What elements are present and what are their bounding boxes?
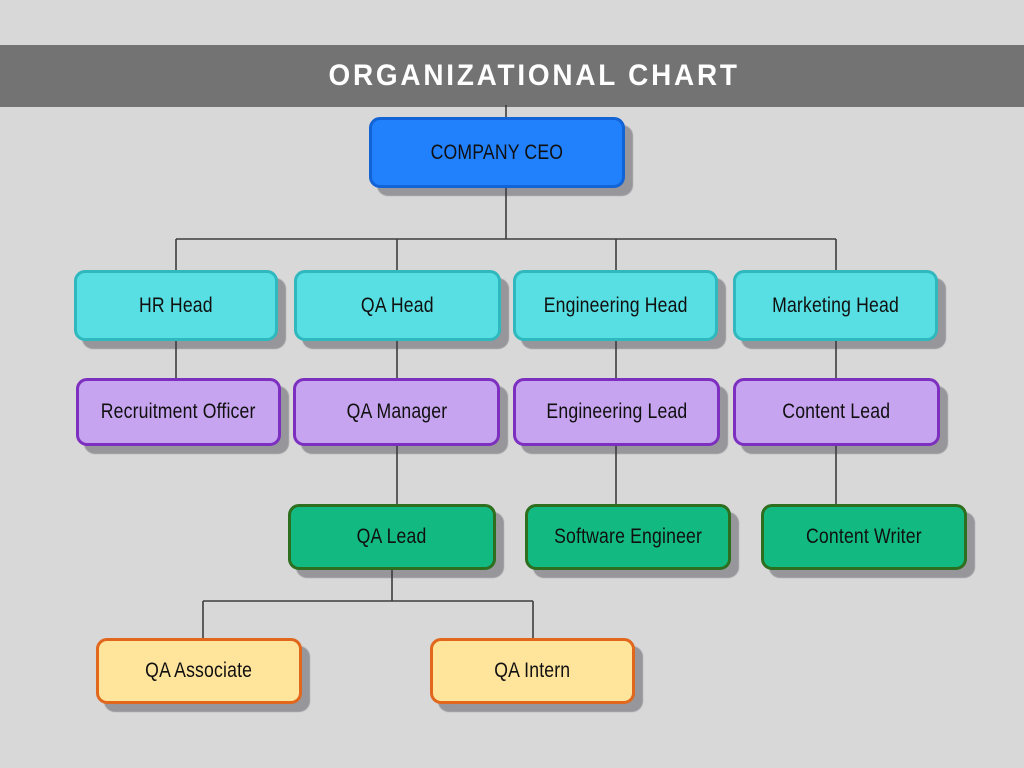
chart-title: ORGANIZATIONAL CHART bbox=[328, 59, 740, 92]
org-node-content-writer: Content Writer bbox=[761, 504, 967, 570]
org-node-qa-manager: QA Manager bbox=[293, 378, 500, 446]
connector-heads-to-managers bbox=[175, 341, 837, 378]
org-node-engineering-head: Engineering Head bbox=[513, 270, 718, 341]
connector-qa-lead-to-juniors bbox=[202, 570, 534, 638]
org-node-hr-head: HR Head bbox=[74, 270, 278, 341]
org-node-label: COMPANY CEO bbox=[430, 140, 564, 164]
org-node-engineering-lead: Engineering Lead bbox=[513, 378, 720, 446]
org-node-label: HR Head bbox=[139, 293, 213, 317]
org-node-label: Recruitment Officer bbox=[101, 400, 256, 423]
org-node-qa-intern: QA Intern bbox=[430, 638, 635, 704]
org-node-company-ceo: COMPANY CEO bbox=[369, 117, 625, 188]
org-node-label: Engineering Head bbox=[543, 293, 688, 317]
org-node-recruitment-officer: Recruitment Officer bbox=[76, 378, 281, 446]
org-node-content-lead: Content Lead bbox=[733, 378, 940, 446]
connector-managers-to-leads bbox=[396, 446, 837, 504]
org-node-qa-lead: QA Lead bbox=[288, 504, 496, 570]
org-node-label: Marketing Head bbox=[772, 293, 899, 317]
org-node-marketing-head: Marketing Head bbox=[733, 270, 938, 341]
org-node-label: Software Engineer bbox=[554, 525, 702, 548]
org-node-label: QA Lead bbox=[357, 525, 427, 548]
org-node-label: QA Manager bbox=[346, 400, 447, 423]
connector-ceo-to-heads bbox=[175, 188, 837, 271]
org-node-label: Content Lead bbox=[782, 400, 891, 423]
chart-title-band: ORGANIZATIONAL CHART bbox=[0, 45, 1024, 107]
org-node-qa-associate: QA Associate bbox=[96, 638, 302, 704]
org-node-label: QA Associate bbox=[145, 659, 253, 682]
org-node-qa-head: QA Head bbox=[294, 270, 501, 341]
org-node-label: QA Intern bbox=[494, 659, 571, 682]
org-node-label: QA Head bbox=[361, 293, 434, 317]
org-node-software-engineer: Software Engineer bbox=[525, 504, 731, 570]
org-node-label: Engineering Lead bbox=[546, 400, 687, 423]
org-node-label: Content Writer bbox=[806, 525, 922, 548]
